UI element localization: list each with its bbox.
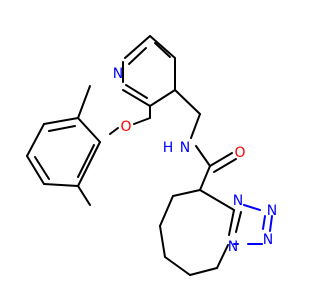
- bond: [262, 215, 266, 230]
- tetrazole-ring: [228, 204, 273, 245]
- bond: [269, 215, 273, 232]
- methyl-bond: [77, 185, 91, 206]
- bond: [154, 42, 171, 58]
- bond: [190, 113, 201, 139]
- bond: [199, 165, 211, 191]
- bond: [48, 125, 76, 132]
- carbonyl-bond: [213, 158, 237, 173]
- bond: [26, 123, 45, 157]
- bond: [122, 89, 151, 107]
- bond: [128, 47, 147, 65]
- amide-nitrogen-label: N: [180, 140, 190, 156]
- carbonyl-oxygen-label: O: [234, 145, 245, 161]
- molecule-diagram: N O N H O N N N N: [26, 35, 277, 276]
- bond: [174, 89, 201, 115]
- bond: [109, 127, 119, 135]
- tetrazole-nitrogen-label: N: [228, 239, 238, 255]
- structure-canvas: N O N H O N N N N: [26, 35, 277, 276]
- bond: [124, 35, 151, 59]
- tetrazole-nitrogen-label: N: [267, 203, 277, 219]
- amide-hydrogen-label: H: [163, 140, 174, 156]
- bond: [189, 267, 218, 276]
- bond: [77, 144, 95, 178]
- bond: [159, 195, 174, 227]
- bond: [235, 211, 242, 233]
- bond: [26, 155, 45, 185]
- bond: [195, 145, 211, 167]
- methyl-bond: [77, 85, 91, 119]
- dimethylphenyl-ring: [26, 85, 101, 206]
- bond: [77, 141, 101, 187]
- ether-oxygen-label: O: [120, 119, 131, 135]
- pyridine-nitrogen-label: N: [113, 66, 123, 82]
- bond: [34, 156, 50, 180]
- bond: [216, 244, 229, 269]
- bond: [172, 189, 201, 197]
- bond: [149, 35, 176, 59]
- bond: [77, 117, 101, 143]
- bond: [133, 117, 151, 125]
- bond: [149, 89, 176, 107]
- bond: [164, 256, 191, 276]
- bond: [125, 84, 148, 99]
- bond: [43, 117, 79, 125]
- carbonyl-bond: [209, 152, 233, 167]
- tetrazole-nitrogen-label: N: [233, 193, 243, 209]
- bond: [228, 209, 235, 236]
- tetrazole-nitrogen-label: N: [263, 232, 273, 248]
- bond: [159, 225, 166, 258]
- bond: [43, 183, 79, 187]
- bond: [243, 204, 261, 211]
- bond: [199, 189, 235, 211]
- azepane-ring: [159, 189, 235, 276]
- pyridine-ring: [122, 35, 176, 107]
